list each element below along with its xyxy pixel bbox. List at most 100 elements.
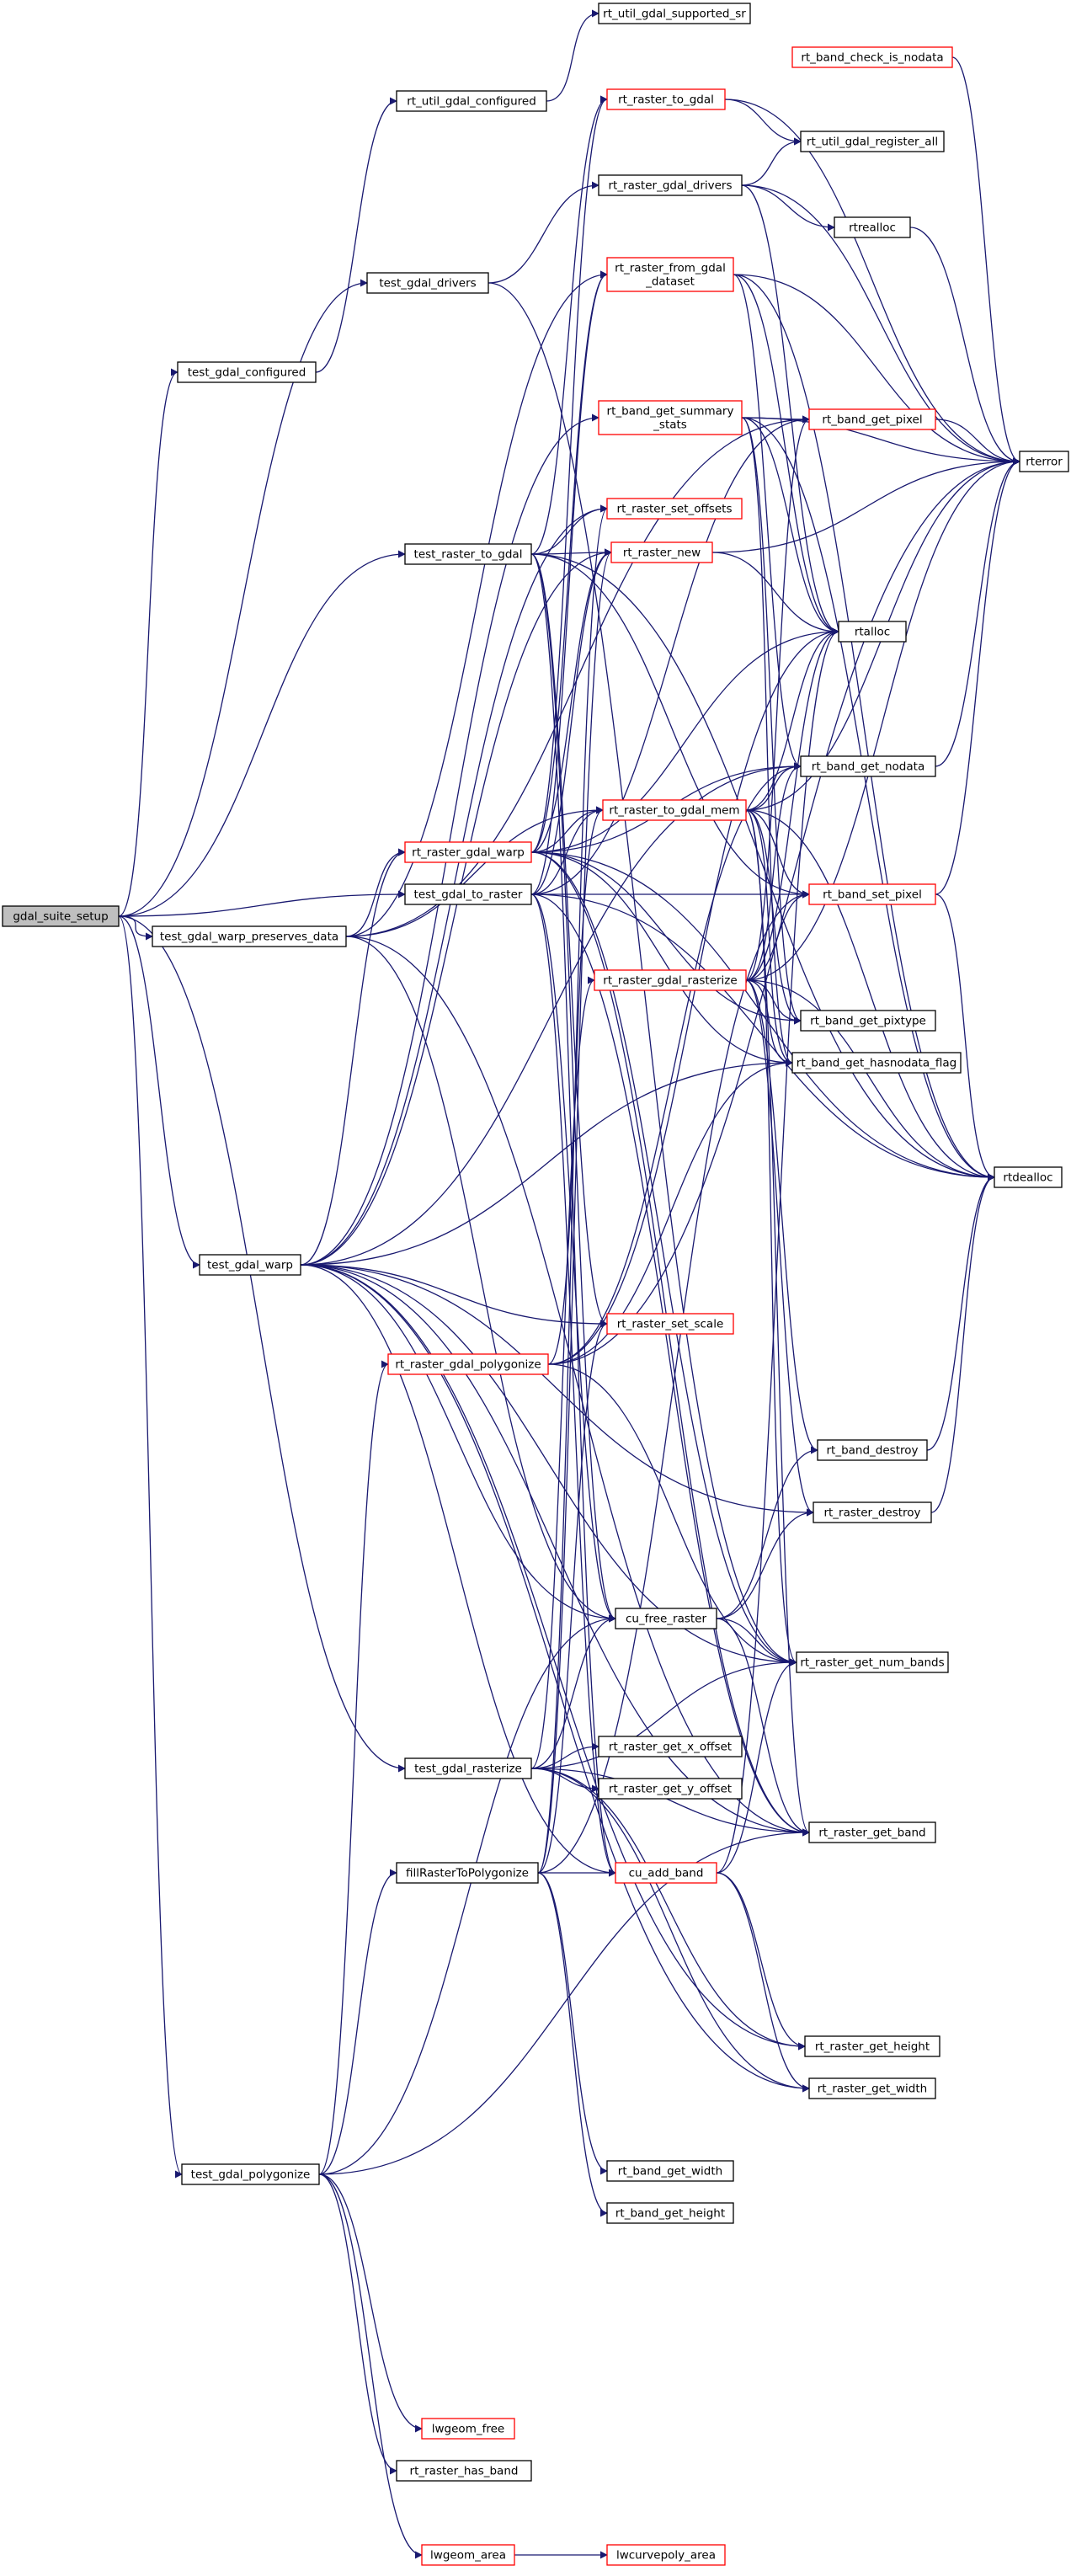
node-label: test_gdal_to_raster xyxy=(414,888,523,902)
node-rt_raster_get_height[interactable]: rt_raster_get_height xyxy=(804,2035,940,2057)
call-edge-test_gdal_polygonize-to-rt_raster_get_band xyxy=(318,1828,810,2175)
node-rt_raster_gdal_warp[interactable]: rt_raster_gdal_warp xyxy=(404,841,532,863)
node-rt_raster_get_width[interactable]: rt_raster_get_width xyxy=(808,2077,936,2099)
node-label: rt_raster_get_band xyxy=(818,1827,925,1840)
node-label: rt_raster_new xyxy=(623,547,701,560)
node-rt_raster_get_x_offset[interactable]: rt_raster_get_x_offset xyxy=(598,1736,743,1757)
node-rt_raster_get_y_offset[interactable]: rt_raster_get_y_offset xyxy=(598,1778,743,1800)
node-lwgeom_free[interactable]: lwgeom_free xyxy=(421,2418,515,2440)
call-edge-rt_raster_to_gdal-to-rterror xyxy=(724,99,1020,466)
node-rt_band_set_pixel[interactable]: rt_band_set_pixel xyxy=(808,883,936,905)
node-gdal_suite_setup[interactable]: gdal_suite_setup xyxy=(2,905,120,927)
node-rtalloc[interactable]: rtalloc xyxy=(838,621,907,643)
node-box xyxy=(199,1254,301,1276)
node-fillRasterToPolygonize[interactable]: fillRasterToPolygonize xyxy=(396,1862,539,1884)
node-label: rt_raster_destroy xyxy=(823,1507,920,1520)
node-box xyxy=(994,1166,1063,1188)
call-edge-fillRasterToPolygonize-to-rt_band_get_width xyxy=(537,1872,608,2175)
node-box xyxy=(396,2460,532,2482)
node-rt_raster_get_band[interactable]: rt_raster_get_band xyxy=(808,1821,936,1843)
node-test_gdal_to_raster[interactable]: test_gdal_to_raster xyxy=(404,883,532,905)
node-label: rt_band_destroy xyxy=(826,1444,918,1458)
node-lwcurvepoly_area[interactable]: lwcurvepoly_area xyxy=(606,2544,726,2566)
node-lwgeom_area[interactable]: lwgeom_area xyxy=(421,2544,515,2566)
node-box xyxy=(610,541,713,563)
node-box xyxy=(594,969,747,991)
node-label: rt_raster_set_offsets xyxy=(617,503,733,516)
call-edge-rt_band_get_summary_stats-to-rt_band_get_hasnodata_flag xyxy=(741,417,793,1067)
node-rt_band_get_hasnodata_flag[interactable]: rt_band_get_hasnodata_flag xyxy=(791,1052,962,1074)
node-rtrealloc[interactable]: rtrealloc xyxy=(834,216,911,238)
node-test_gdal_configured[interactable]: test_gdal_configured xyxy=(177,361,317,383)
call-edge-rt_band_destroy-to-rtdealloc xyxy=(926,1173,995,1451)
call-edge-gdal_suite_setup-to-test_gdal_rasterize xyxy=(118,915,406,1773)
node-box xyxy=(404,543,532,565)
node-rt_raster_new[interactable]: rt_raster_new xyxy=(610,541,713,563)
call-edge-rt_band_get_nodata-to-rterror xyxy=(935,457,1020,767)
node-test_gdal_warp_preserves_data[interactable]: test_gdal_warp_preserves_data xyxy=(152,925,347,947)
call-edge-rtrealloc-to-rterror xyxy=(909,227,1020,466)
call-edge-rt_raster_gdal_warp-to-rt_raster_get_band xyxy=(530,851,810,1837)
node-cu_add_band[interactable]: cu_add_band xyxy=(615,1862,717,1884)
call-edge-rt_raster_destroy-to-rtdealloc xyxy=(930,1173,995,1513)
node-rt_raster_to_gdal_mem[interactable]: rt_raster_to_gdal_mem xyxy=(602,799,747,821)
node-label: rt_band_get_height xyxy=(615,2207,725,2221)
node-rt_band_get_height[interactable]: rt_band_get_height xyxy=(606,2202,734,2224)
node-rt_raster_destroy[interactable]: rt_raster_destroy xyxy=(813,1501,932,1523)
node-rt_raster_to_gdal[interactable]: rt_raster_to_gdal xyxy=(606,88,726,110)
call-edge-rt_raster_new-to-rterror xyxy=(711,457,1020,553)
node-rt_band_destroy[interactable]: rt_band_destroy xyxy=(817,1439,928,1461)
node-cu_free_raster[interactable]: cu_free_raster xyxy=(615,1608,717,1629)
node-test_gdal_warp[interactable]: test_gdal_warp xyxy=(199,1254,301,1276)
call-edge-test_gdal_rasterize-to-rt_raster_gdal_rasterize xyxy=(530,976,595,1769)
node-rt_raster_has_band[interactable]: rt_raster_has_band xyxy=(396,2460,532,2482)
call-edge-gdal_suite_setup-to-test_gdal_warp xyxy=(118,915,200,1269)
node-rt_util_gdal_configured[interactable]: rt_util_gdal_configured xyxy=(396,90,547,112)
node-rt_band_get_nodata[interactable]: rt_band_get_nodata xyxy=(800,755,936,777)
node-test_raster_to_gdal[interactable]: test_raster_to_gdal xyxy=(404,543,532,565)
node-box xyxy=(606,257,734,292)
node-rt_util_gdal_supported_sr[interactable]: rt_util_gdal_supported_sr xyxy=(598,3,751,24)
node-rt_raster_from_gdal_dataset[interactable]: rt_raster_from_gdal_dataset xyxy=(606,257,734,292)
call-edge-rt_raster_gdal_warp-to-rt_raster_to_gdal xyxy=(530,95,608,853)
node-label: test_gdal_polygonize xyxy=(191,2168,311,2182)
call-edge-fillRasterToPolygonize-to-rt_raster_new xyxy=(537,548,612,1874)
node-label: rt_util_gdal_configured xyxy=(407,95,536,109)
node-rt_util_gdal_register_all[interactable]: rt_util_gdal_register_all xyxy=(800,131,945,152)
call-edge-test_gdal_rasterize-to-cu_free_raster xyxy=(530,1614,616,1769)
node-test_gdal_rasterize[interactable]: test_gdal_rasterize xyxy=(404,1757,532,1779)
node-test_gdal_drivers[interactable]: test_gdal_drivers xyxy=(366,272,489,294)
node-label: rt_raster_from_gdal xyxy=(615,262,726,275)
call-edge-rt_raster_to_gdal-to-rt_util_gdal_register_all xyxy=(724,99,802,146)
node-rt_raster_get_num_bands[interactable]: rt_raster_get_num_bands xyxy=(796,1651,949,1673)
node-rt_band_get_pixtype[interactable]: rt_band_get_pixtype xyxy=(800,1010,936,1032)
call-edge-test_gdal_warp-to-rt_band_get_summary_stats xyxy=(300,413,599,1266)
call-edge-gdal_suite_setup-to-test_gdal_drivers xyxy=(118,279,368,917)
node-rt_raster_gdal_polygonize[interactable]: rt_raster_gdal_polygonize xyxy=(387,1353,549,1375)
node-rt_band_get_summary_stats[interactable]: rt_band_get_summary_stats xyxy=(598,400,743,435)
node-label: rt_raster_to_gdal xyxy=(618,93,714,107)
node-rt_band_get_pixel[interactable]: rt_band_get_pixel xyxy=(808,408,936,430)
node-test_gdal_polygonize[interactable]: test_gdal_polygonize xyxy=(181,2163,320,2185)
call-edge-test_gdal_to_raster-to-cu_add_band xyxy=(530,893,616,1877)
node-rt_raster_gdal_rasterize[interactable]: rt_raster_gdal_rasterize xyxy=(594,969,747,991)
node-rtdealloc[interactable]: rtdealloc xyxy=(994,1166,1063,1188)
node-label: cu_free_raster xyxy=(626,1613,707,1626)
call-edge-test_gdal_warp-to-rt_band_get_hasnodata_flag xyxy=(300,1059,793,1266)
call-edge-rt_raster_gdal_rasterize-to-rt_band_get_hasnodata_flag xyxy=(745,979,793,1067)
call-edge-rt_raster_gdal_rasterize-to-rterror xyxy=(745,457,1020,981)
node-box xyxy=(598,1736,743,1757)
node-rt_raster_set_scale[interactable]: rt_raster_set_scale xyxy=(606,1313,734,1335)
node-rt_band_check_is_nodata[interactable]: rt_band_check_is_nodata xyxy=(791,46,953,68)
call-edge-test_gdal_to_raster-to-rt_raster_new xyxy=(530,548,612,895)
node-label: gdal_suite_setup xyxy=(13,910,108,924)
node-rt_raster_gdal_drivers[interactable]: rt_raster_gdal_drivers xyxy=(598,174,743,196)
node-rt_band_get_width[interactable]: rt_band_get_width xyxy=(606,2160,734,2182)
node-label: lwcurvepoly_area xyxy=(616,2549,716,2563)
call-edge-test_gdal_polygonize-to-rt_raster_gdal_polygonize xyxy=(318,1360,389,2175)
node-rterror[interactable]: rterror xyxy=(1019,451,1069,472)
call-edge-rt_raster_gdal_warp-to-rt_raster_from_gdal_dataset xyxy=(530,270,608,853)
node-box xyxy=(808,2077,936,2099)
node-rt_raster_set_offsets[interactable]: rt_raster_set_offsets xyxy=(606,498,743,520)
call-edge-fillRasterToPolygonize-to-rt_band_get_height xyxy=(537,1872,608,2217)
